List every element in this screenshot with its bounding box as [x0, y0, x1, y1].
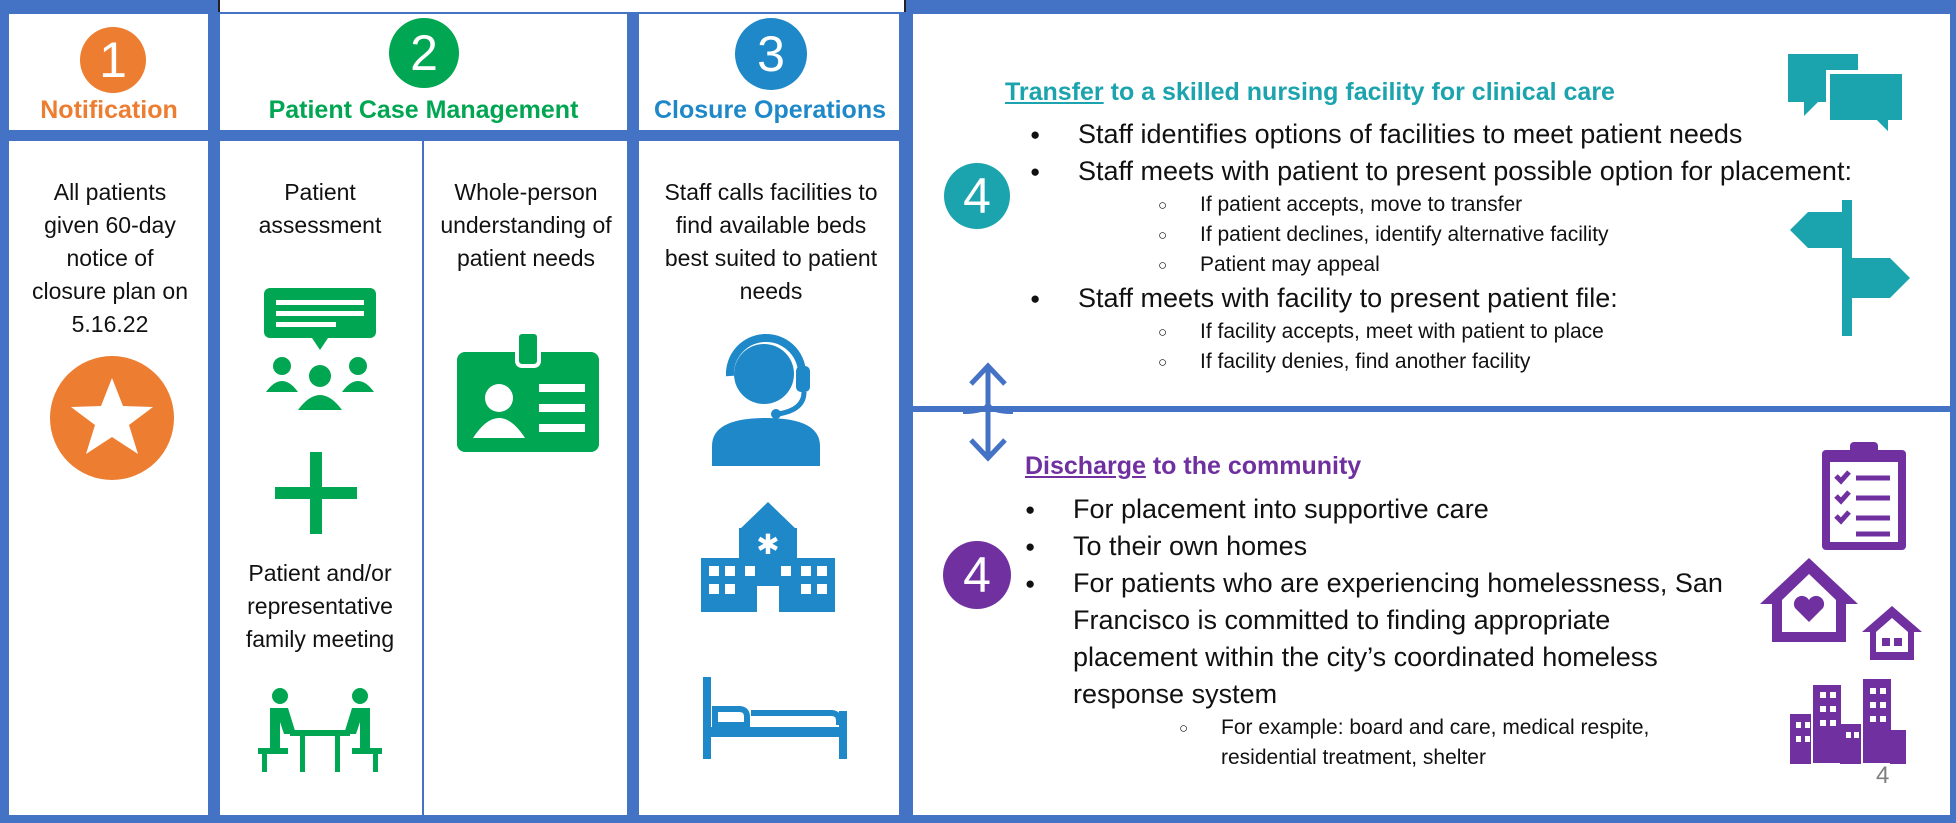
divider-col2: [627, 0, 639, 823]
city-buildings-icon: [1790, 678, 1906, 764]
star-icon: [50, 356, 174, 480]
column-3-title: Closure Operations: [654, 96, 886, 124]
transfer-sub-bullet: If patient declines, identify alternativ…: [1158, 220, 1918, 251]
discharge-title: Discharge to the community: [1025, 452, 1361, 481]
clipboard-checklist-icon: [1822, 442, 1906, 550]
top-bracket: [218, 0, 906, 12]
group-discussion-icon: [264, 288, 376, 410]
signpost-icon: [1790, 200, 1910, 336]
transfer-bullet-3: Staff meets with facility to present pat…: [1030, 280, 1918, 378]
transfer-link[interactable]: Transfer: [1005, 78, 1104, 106]
frame-right: [1950, 0, 1956, 823]
chat-bubbles-icon: [1788, 54, 1906, 136]
hospital-icon: ✱: [701, 502, 835, 612]
transfer-sub-bullet: If facility denies, find another facilit…: [1158, 347, 1918, 378]
discharge-bullets: For placement into supportive care To th…: [1025, 491, 1733, 773]
discharge-link[interactable]: Discharge: [1025, 452, 1146, 480]
discharge-bullet-1: For placement into supportive care: [1025, 491, 1733, 528]
frame-bottom: [0, 815, 1956, 823]
double-arrow-icon: [963, 362, 1013, 462]
column-2-understanding-text: Whole-person understanding of patient ne…: [440, 179, 612, 271]
transfer-sub-bullet: If patient accepts, move to transfer: [1158, 190, 1918, 221]
discharge-title-rest: to the community: [1145, 452, 1362, 480]
step-4-transfer-circle: 4: [944, 163, 1010, 229]
discharge-bullet-2: To their own homes: [1025, 528, 1733, 565]
transfer-title-rest: to a skilled nursing facility for clinic…: [1103, 78, 1615, 106]
meeting-table-icon: [258, 688, 382, 772]
discharge-sub-bullet: For example: board and care, medical res…: [1179, 713, 1691, 773]
column-2-meeting-text: Patient and/or representative family mee…: [245, 560, 395, 652]
discharge-bullet-3: For patients who are experiencing homele…: [1025, 565, 1733, 773]
column-1-text: All patients given 60-day notice of clos…: [32, 179, 188, 337]
transfer-bullets: Staff identifies options of facilities t…: [1030, 116, 1918, 378]
step-3-circle: 3: [735, 18, 807, 90]
plus-icon: [275, 452, 357, 534]
transfer-sub-bullet: Patient may appeal: [1158, 250, 1918, 281]
step-4-discharge-circle: 4: [943, 541, 1011, 609]
transfer-bullet-2: Staff meets with patient to present poss…: [1030, 153, 1918, 281]
call-center-agent-icon: [712, 333, 820, 466]
column-2-assessment-text: Patient assessment: [258, 179, 382, 238]
column-3-text: Staff calls facilities to find available…: [664, 179, 878, 304]
svg-text:✱: ✱: [756, 528, 779, 561]
right-panel-divider: [913, 406, 1953, 412]
divider-col2-inner: [422, 141, 424, 821]
house-heart-icon: [1760, 558, 1858, 642]
header-rule: [0, 130, 900, 141]
transfer-sub-bullet: If facility accepts, meet with patient t…: [1158, 317, 1918, 348]
small-house-icon: [1862, 606, 1922, 660]
divider-col1: [208, 0, 220, 823]
column-1-title: Notification: [40, 96, 178, 124]
bed-icon: [703, 677, 847, 759]
step-2-circle: 2: [389, 18, 459, 88]
step-1-circle: 1: [80, 27, 146, 93]
transfer-bullet-1: Staff identifies options of facilities t…: [1030, 116, 1918, 153]
page-number: 4: [1876, 762, 1890, 789]
frame-left: [0, 0, 9, 823]
id-badge-icon: [457, 332, 599, 452]
transfer-title: Transfer to a skilled nursing facility f…: [1005, 78, 1615, 107]
column-2-title: Patient Case Management: [268, 96, 579, 124]
divider-col3: [899, 0, 913, 823]
